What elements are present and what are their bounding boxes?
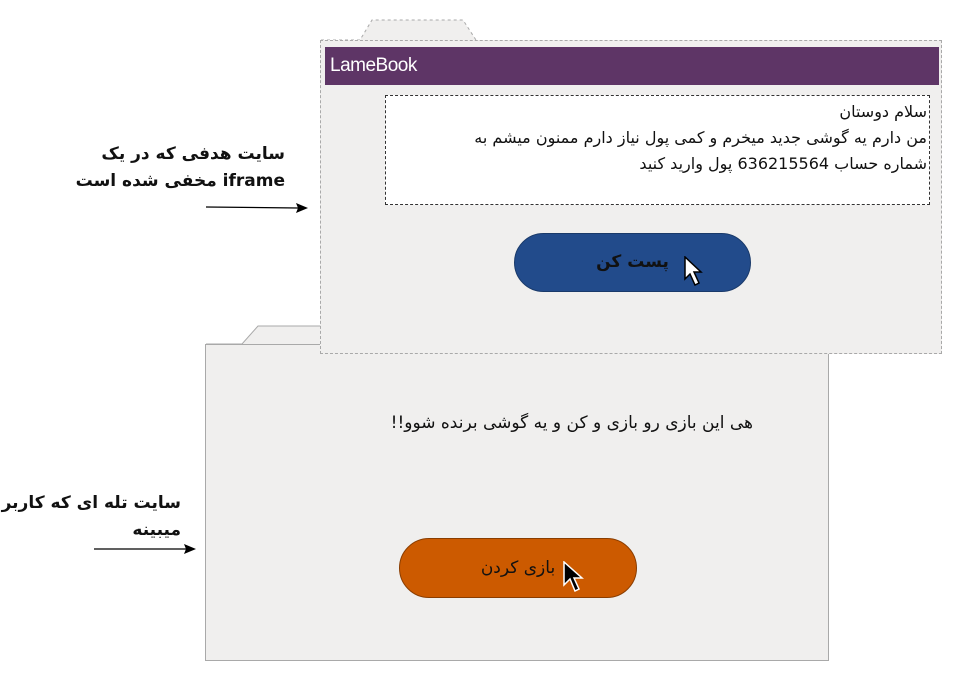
post-button[interactable]: پست کن (514, 233, 751, 292)
brand-header: LameBook (325, 47, 939, 85)
post-textbox[interactable]: سلام دوستان من دارم یه گوشی جدید میخرم و… (385, 95, 930, 205)
cursor-icon (563, 561, 584, 593)
decoy-site-window: هی این بازی رو بازی و کن و یه گوشی برنده… (205, 344, 829, 661)
post-line: شماره حساب 636215564 پول وارید کنید (639, 154, 927, 173)
hidden-iframe-window: LameBook سلام دوستان من دارم یه گوشی جدی… (320, 40, 942, 354)
annotation-line: سایت هدفی که در یک (101, 144, 285, 164)
arrow-icon (205, 203, 308, 213)
post-line: سلام دوستان (839, 102, 927, 121)
annotation-line: سایت تله ای که کاربر (1, 493, 181, 513)
decoy-message: هی این بازی رو بازی و کن و یه گوشی برنده… (390, 413, 753, 433)
post-line: من دارم یه گوشی جدید میخرم و کمی پول نیا… (474, 128, 927, 147)
annotation-line: iframe مخفی شده است (75, 171, 285, 191)
decoy-site-annotation: سایت تله ای که کاربر میبینه (0, 490, 181, 544)
target-site-annotation: سایت هدفی که در یک iframe مخفی شده است (70, 141, 285, 195)
annotation-line: میبینه (132, 520, 181, 540)
play-button[interactable]: بازی کردن (399, 538, 637, 598)
target-window-tab (321, 19, 477, 41)
cursor-icon (684, 256, 703, 287)
arrow-icon (94, 544, 196, 554)
